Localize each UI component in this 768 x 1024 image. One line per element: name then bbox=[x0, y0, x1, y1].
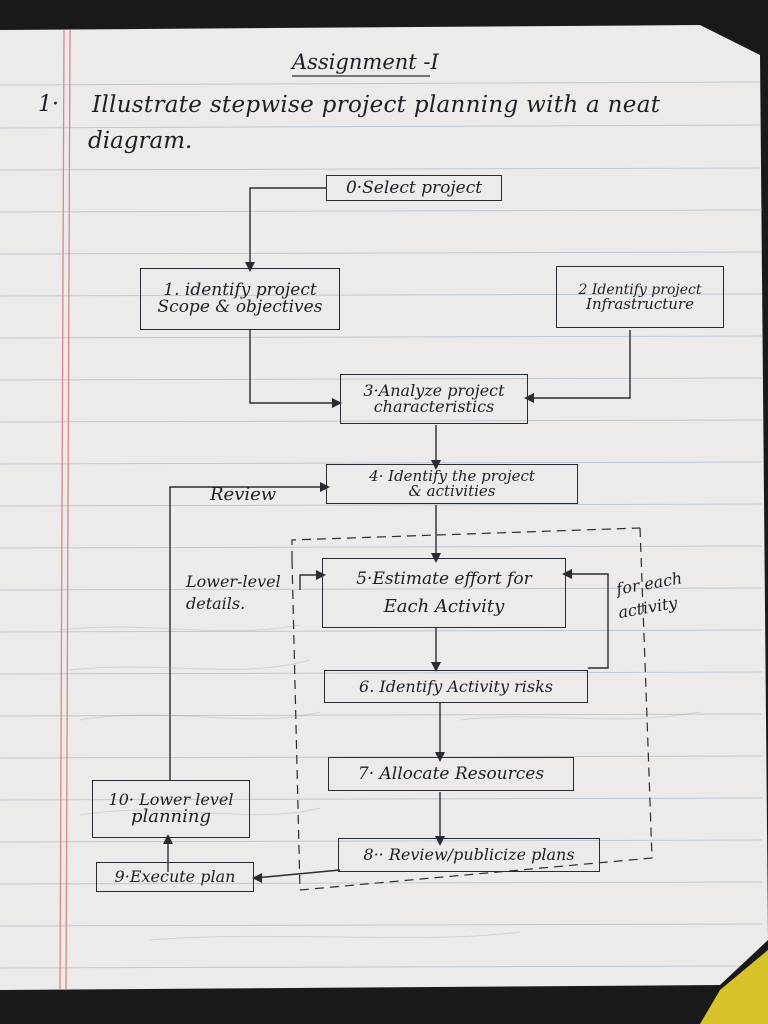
step-6-label: 6. Identify Activity risks bbox=[359, 676, 553, 696]
step-10-label-1: 10· Lower level bbox=[108, 790, 234, 809]
step-1-label-1: 1. identify project bbox=[163, 280, 317, 300]
step-0-select-project: 0·Select project bbox=[326, 175, 502, 201]
step-5-label-2: Each Activity bbox=[383, 595, 505, 617]
page-title: Assignment -I bbox=[292, 50, 439, 74]
step-6-identify-risks: 6. Identify Activity risks bbox=[324, 670, 588, 703]
step-10-label-2: planning bbox=[130, 806, 212, 827]
label-review: Review bbox=[210, 484, 277, 505]
question-line-2: diagram. bbox=[88, 128, 193, 154]
step-4-label-2: & activities bbox=[408, 482, 496, 500]
label-lower-level-2: details. bbox=[186, 594, 246, 613]
step-7-label: 7· Allocate Resources bbox=[357, 763, 545, 784]
step-3-label-1: 3·Analyze project bbox=[363, 381, 505, 400]
step-3-analyze-characteristics: 3·Analyze project characteristics bbox=[340, 374, 528, 424]
question-line-1: Illustrate stepwise project planning wit… bbox=[92, 92, 661, 118]
step-5-label-1: 5·Estimate effort for bbox=[356, 568, 532, 589]
step-0-label: 0·Select project bbox=[345, 177, 483, 198]
step-5-estimate-effort: 5·Estimate effort for Each Activity bbox=[322, 558, 566, 628]
step-7-allocate-resources: 7· Allocate Resources bbox=[328, 757, 574, 791]
step-4-label-1: 4· Identify the project bbox=[369, 467, 535, 485]
step-2-identify-infrastructure: 2 Identify project Infrastructure bbox=[556, 266, 724, 328]
step-1-identify-scope: 1. identify project Scope & objectives bbox=[140, 268, 340, 330]
step-9-execute-plan: 9·Execute plan bbox=[96, 862, 254, 892]
step-9-label: 9·Execute plan bbox=[114, 867, 236, 886]
step-2-label-1: 2 Identify project bbox=[578, 281, 702, 298]
step-1-label-2: Scope & objectives bbox=[157, 297, 323, 317]
label-lower-level-1: Lower-level bbox=[186, 572, 281, 591]
step-2-label-2: Infrastructure bbox=[586, 294, 694, 313]
step-3-label-2: characteristics bbox=[373, 397, 495, 416]
step-8-label: 8·· Review/publicize plans bbox=[363, 845, 575, 864]
step-4-identify-activities: 4· Identify the project & activities bbox=[326, 464, 578, 504]
step-8-review-publicize: 8·· Review/publicize plans bbox=[338, 838, 600, 872]
question-number: 1· bbox=[38, 92, 59, 117]
step-10-lower-level-planning: 10· Lower level planning bbox=[92, 780, 250, 838]
